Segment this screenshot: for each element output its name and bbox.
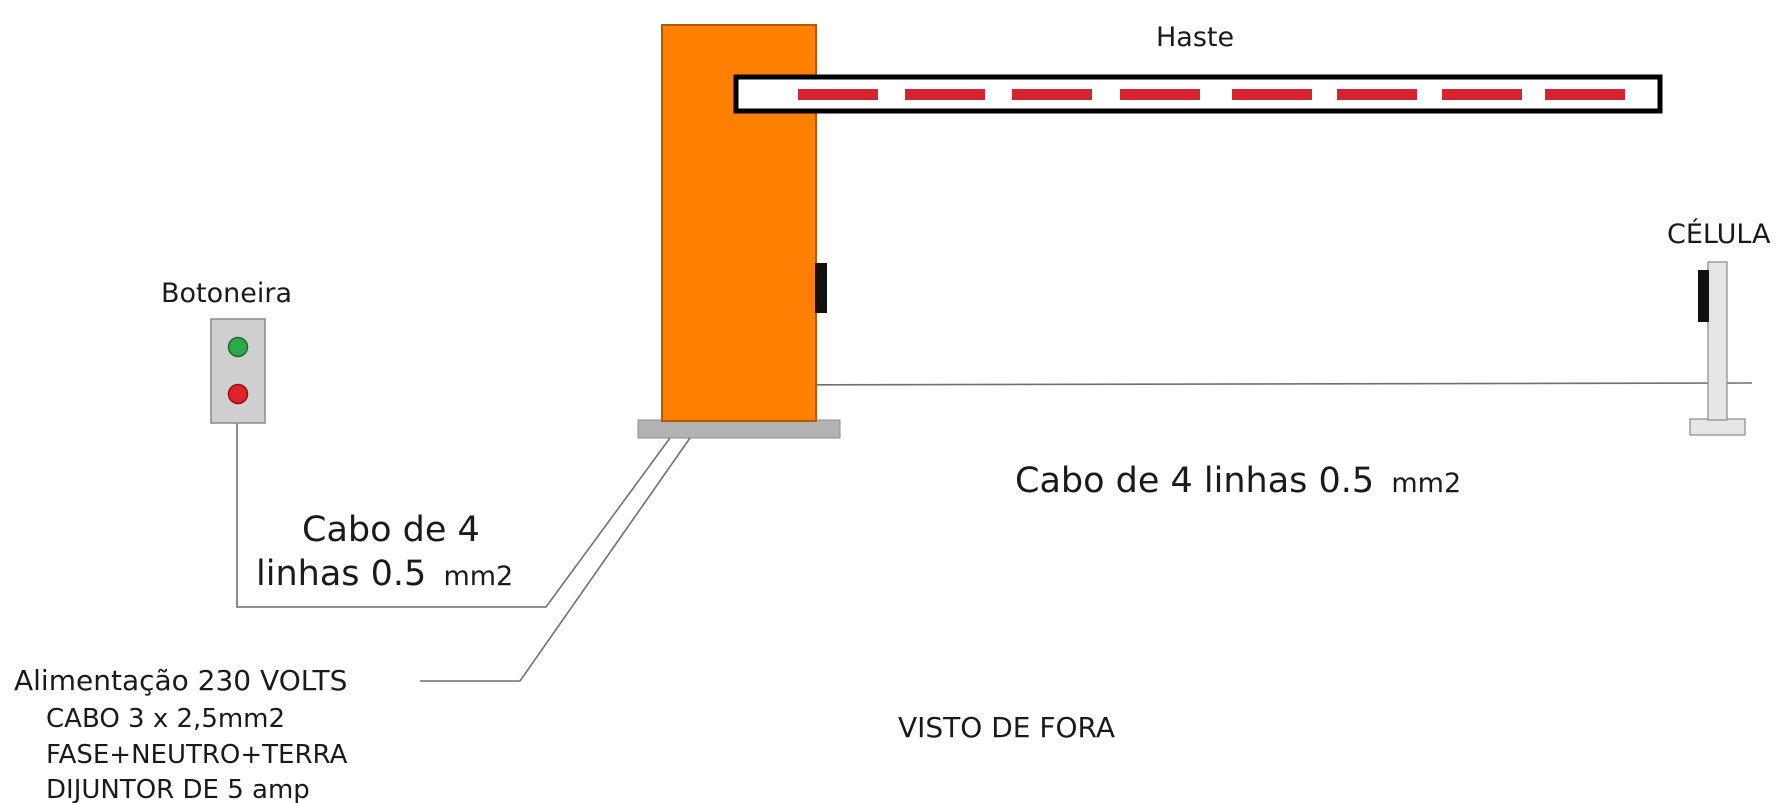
label-visto: VISTO DE FORA (898, 711, 1115, 744)
photocell-sensor (1698, 270, 1709, 322)
photocell-post (1707, 261, 1728, 421)
power-cable (420, 437, 691, 682)
label-cabo-botoneira-line2: linhas 0.5 mm2 (256, 554, 513, 594)
label-cabo-botoneira-main: linhas 0.5 (256, 554, 426, 594)
label-alimentacao: Alimentação 230 VOLTS (14, 664, 347, 697)
red-button (227, 383, 249, 405)
push-button-box-icon (210, 318, 266, 424)
green-button (227, 336, 249, 358)
boom-stripe (1442, 89, 1522, 100)
barrier-base-plate (637, 419, 841, 439)
photocell-post-icon (1689, 261, 1746, 436)
boom-stripe (798, 89, 878, 100)
photocell-base (1689, 418, 1746, 436)
label-dijuntor: DIJUNTOR DE 5 amp (46, 775, 310, 803)
botoneira-cable (236, 418, 671, 608)
boom-stripes (798, 89, 1625, 100)
ground-cable-line (737, 382, 1753, 386)
boom-stripe (1545, 89, 1625, 100)
label-botoneira: Botoneira (161, 278, 292, 309)
boom-stripe (1337, 89, 1417, 100)
label-cabo-botoneira-line1: Cabo de 4 (302, 510, 480, 550)
boom-stripe (1012, 89, 1092, 100)
label-cabo-botoneira-unit: mm2 (443, 561, 513, 592)
label-cabo-power: CABO 3 x 2,5mm2 (46, 704, 285, 734)
barrier-sensor (815, 263, 827, 313)
cables (236, 382, 1753, 682)
boom-stripe (905, 89, 985, 100)
label-celula: CÉLULA (1667, 218, 1771, 250)
boom-stripe (1120, 89, 1200, 100)
boom-stripe (1232, 89, 1312, 100)
label-cabo-celula: Cabo de 4 linhas 0.5 mm2 (1015, 461, 1461, 501)
label-cabo-celula-unit: mm2 (1391, 468, 1461, 499)
label-fase: FASE+NEUTRO+TERRA (46, 740, 348, 770)
label-cabo-celula-main: Cabo de 4 linhas 0.5 (1015, 461, 1374, 501)
label-haste: Haste (1156, 22, 1234, 53)
control-box (210, 318, 266, 424)
barrier-gate-icon (637, 24, 1663, 439)
